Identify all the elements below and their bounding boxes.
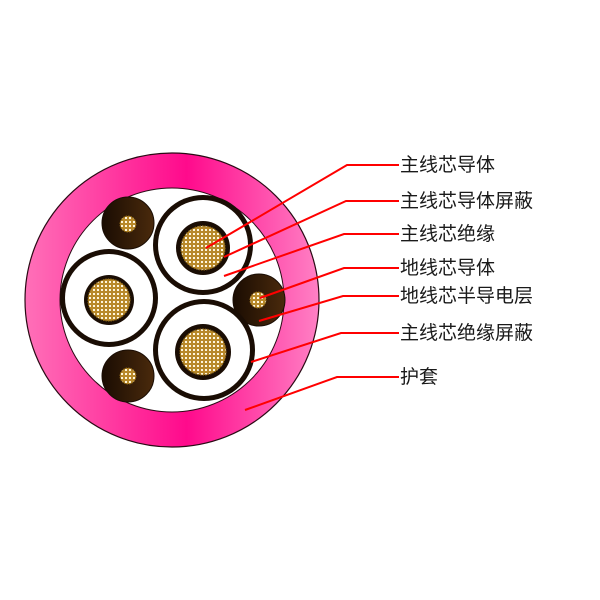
leader-line-3 [223,233,399,277]
ground-core-bottom-left [101,349,155,403]
label-main-conductor-screen: 主线芯导体屏蔽 [400,190,534,212]
cores [60,195,286,403]
main-core-bottom [153,299,255,401]
main-conductor [179,328,227,376]
leader-line-5 [258,295,399,322]
label-main-conductor: 主线芯导体 [400,154,496,176]
main-core-left [60,249,158,347]
ground-conductor [119,215,137,233]
leader-line-6 [250,332,399,363]
leader-lines [205,164,399,411]
main-conductor [87,278,131,322]
ground-conductor [119,367,137,385]
leader-line-1 [205,164,399,249]
leader-line-4 [259,267,399,299]
label-ground-conductor: 地线芯导体 [400,257,496,279]
label-sheath: 护套 [400,366,439,388]
label-main-insulation: 主线芯绝缘 [400,223,496,245]
ground-core-right [232,273,286,327]
ground-core-top-left [101,196,155,250]
main-core-top-right [153,195,253,295]
main-conductor [180,225,226,271]
leader-line-2 [223,200,399,258]
ground-conductor [249,291,267,309]
label-ground-semiconductive-layer: 地线芯半导电层 [400,285,534,307]
leader-line-7 [244,376,399,411]
label-main-insulation-screen: 主线芯绝缘屏蔽 [400,322,534,344]
